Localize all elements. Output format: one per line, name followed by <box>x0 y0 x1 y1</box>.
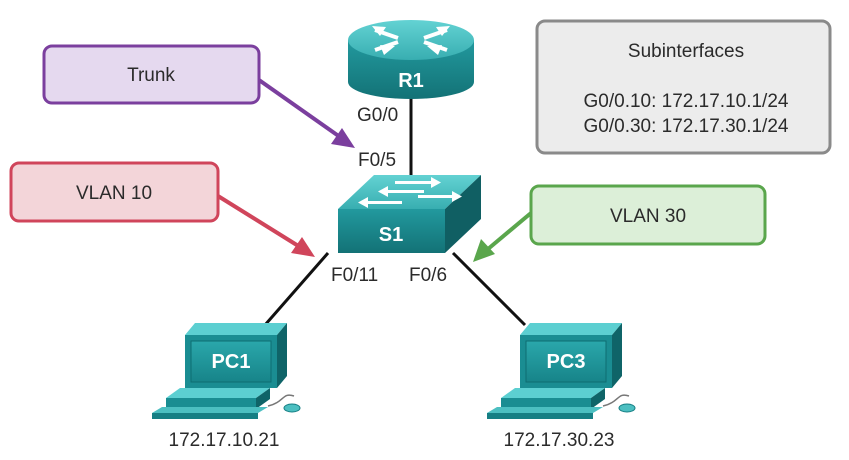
router-port-label: G0/0 <box>357 105 398 126</box>
vlan10-arrow <box>216 194 302 249</box>
vlan30-callout: VLAN 30 <box>473 184 767 262</box>
switch-s1: S1 F0/5 F0/11 F0/6 <box>331 150 481 286</box>
pc1-name: PC1 <box>212 351 251 373</box>
trunk-callout: Trunk <box>42 44 355 148</box>
pc3-name: PC3 <box>547 351 586 373</box>
switch-name: S1 <box>379 224 403 246</box>
vlan10-callout: VLAN 10 <box>9 161 315 257</box>
pc3-ip-label: 172.17.30.23 <box>504 430 615 451</box>
router-icon <box>348 20 474 99</box>
subinterfaces-box: Subinterfaces G0/0.10: 172.17.10.1/24 G0… <box>535 19 832 155</box>
switch-left-port-label: F0/11 <box>331 265 378 286</box>
vlan30-arrow <box>486 211 533 251</box>
trunk-arrowhead <box>331 128 355 148</box>
vlan10-callout-label: VLAN 10 <box>76 183 152 204</box>
trunk-arrow <box>257 78 342 139</box>
switch-icon <box>338 175 481 253</box>
link-s1-pc3 <box>451 251 527 327</box>
subinterfaces-title: Subinterfaces <box>628 41 744 62</box>
vlan10-arrowhead <box>291 237 315 257</box>
pc1: PC1 172.17.10.21 <box>152 323 301 451</box>
vlan10-callout-box <box>9 161 220 223</box>
trunk-callout-box <box>42 44 261 105</box>
switch-uplink-port-label: F0/5 <box>358 150 396 171</box>
vlan30-arrowhead <box>473 239 495 262</box>
router-name: R1 <box>398 70 424 92</box>
pc-icon <box>152 323 301 419</box>
switch-right-port-label: F0/6 <box>409 265 447 286</box>
pc-icon <box>487 323 636 419</box>
pc3: PC3 172.17.30.23 <box>487 323 636 451</box>
trunk-callout-label: Trunk <box>127 65 175 86</box>
subinterfaces-box-frame <box>535 19 832 155</box>
subinterface-line: G0/0.30: 172.17.30.1/24 <box>584 116 789 137</box>
router-r1: R1 G0/0 <box>348 20 474 126</box>
pc1-ip-label: 172.17.10.21 <box>169 430 280 451</box>
subinterface-line: G0/0.10: 172.17.10.1/24 <box>584 91 789 112</box>
link-s1-pc1 <box>263 252 330 326</box>
vlan30-callout-label: VLAN 30 <box>610 206 686 227</box>
